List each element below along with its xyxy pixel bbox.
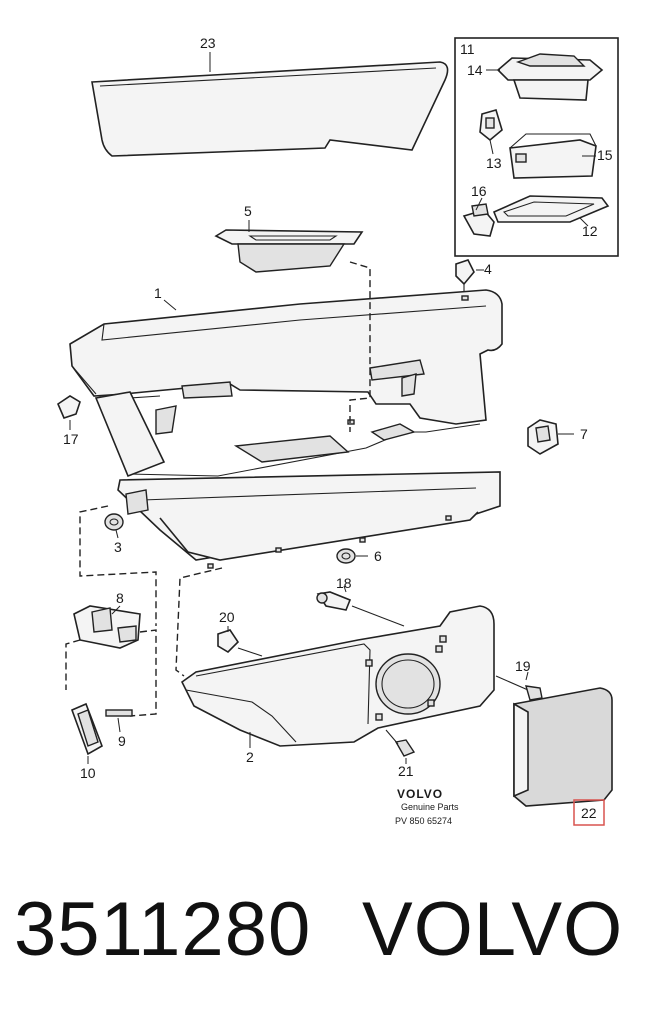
callout-20: 20 <box>219 609 235 625</box>
part-9-rod <box>105 709 133 717</box>
callout-6: 6 <box>374 548 382 564</box>
part-19-bolt <box>495 675 543 701</box>
callout-21: 21 <box>398 763 414 779</box>
part-15-frame <box>509 133 597 179</box>
callout-23: 23 <box>200 35 216 51</box>
part-13-clip <box>479 109 503 142</box>
part-21-screw <box>385 729 416 757</box>
callout-19: 19 <box>515 658 531 674</box>
part-20-clip <box>217 629 240 654</box>
callout-11: 11 <box>460 41 475 57</box>
stamp-brand: VOLVO <box>397 787 443 801</box>
part-1-door-panel <box>69 289 503 569</box>
brand-name: VOLVO <box>362 887 624 972</box>
callout-22-highlight-box <box>573 799 605 826</box>
part-14-cover <box>496 53 604 101</box>
part-12-gasket <box>492 195 610 223</box>
part-23-armrest-top-panel <box>91 61 449 157</box>
callout-10: 10 <box>80 765 96 781</box>
inset-box-parts-11-16 <box>454 37 619 257</box>
callout-1: 1 <box>154 285 162 301</box>
callout-4: 4 <box>484 261 492 277</box>
callout-22: 22 <box>581 805 597 821</box>
part-22-speaker-grille <box>513 687 613 807</box>
callout-7: 7 <box>580 426 588 442</box>
genuine-parts-stamp: VOLVO Genuine Parts PV 850 65274 <box>395 787 459 826</box>
part-number: 3511280 <box>14 887 312 972</box>
callout-12: 12 <box>582 223 598 239</box>
part-16-clip <box>462 203 495 237</box>
part-10-escutcheon <box>70 702 103 756</box>
part-7-clip <box>527 419 559 455</box>
part-17-clip <box>57 395 81 419</box>
stamp-catalog-number: PV 850 65274 <box>395 816 452 826</box>
stamp-genuine-parts: Genuine Parts <box>401 802 459 812</box>
callout-8: 8 <box>116 590 124 606</box>
callout-16: 16 <box>471 183 487 199</box>
callout-5: 5 <box>244 203 252 219</box>
part-5-tray <box>214 229 364 273</box>
part-3-grommet <box>104 513 124 531</box>
callout-14: 14 <box>467 62 483 78</box>
callout-3: 3 <box>114 539 122 555</box>
part-18-bolt <box>316 591 352 611</box>
callout-13: 13 <box>486 155 502 171</box>
callout-17: 17 <box>63 431 79 447</box>
part-8-bracket <box>73 605 141 649</box>
callout-9: 9 <box>118 733 126 749</box>
callout-18: 18 <box>336 575 352 591</box>
callout-2: 2 <box>246 749 254 765</box>
callout-labels: 1 2 3 4 5 6 7 8 9 10 11 12 13 14 15 16 1… <box>63 35 613 826</box>
part-6-grommet <box>336 548 356 564</box>
part-2-lower-panel <box>180 605 495 747</box>
exploded-parts-diagram: VOLVO Genuine Parts PV 850 65274 1 2 3 4… <box>57 35 619 826</box>
callout-15: 15 <box>597 147 613 163</box>
